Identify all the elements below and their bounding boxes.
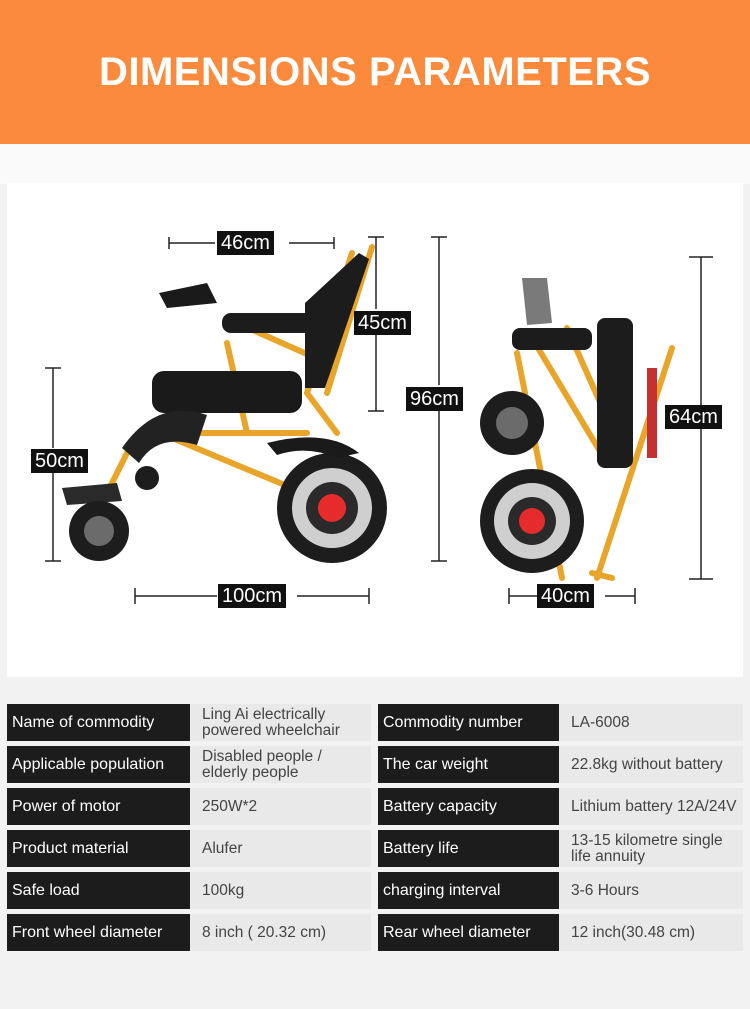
dim-total-height: 96cm	[406, 387, 463, 411]
spec-key: Power of motor	[7, 788, 190, 825]
spec-key: charging interval	[378, 872, 559, 909]
spec-value: 13-15 kilometre single life annuity	[559, 830, 743, 867]
spec-key: Commodity number	[378, 704, 559, 741]
banner-divider	[0, 144, 750, 184]
spec-value: 8 inch ( 20.32 cm)	[190, 914, 371, 951]
spec-value: Lithium battery 12A/24V	[559, 788, 743, 825]
dim-folded-width: 40cm	[537, 584, 594, 608]
spec-key: Applicable population	[7, 746, 190, 783]
dim-folded-height: 64cm	[665, 405, 722, 429]
spec-value: LA-6008	[559, 704, 743, 741]
folded-front-wheel	[480, 391, 544, 455]
front-wheel	[69, 501, 129, 561]
unfolded-wheelchair	[62, 244, 387, 563]
spec-key: Product material	[7, 830, 190, 867]
spec-value: 12 inch(30.48 cm)	[559, 914, 743, 951]
folded-rear-wheel	[480, 469, 584, 573]
spec-key: Front wheel diameter	[7, 914, 190, 951]
spec-key: Name of commodity	[7, 704, 190, 741]
spec-value: Alufer	[190, 830, 371, 867]
header-banner: DIMENSIONS PARAMETERS	[0, 0, 750, 144]
spec-key: Battery capacity	[378, 788, 559, 825]
page-title: DIMENSIONS PARAMETERS	[98, 50, 652, 94]
spec-value: 3-6 Hours	[559, 872, 743, 909]
spec-value: Disabled people / elderly people	[190, 746, 371, 783]
folded-wheelchair	[480, 278, 675, 581]
spec-key: The car weight	[378, 746, 559, 783]
rear-wheel	[277, 453, 387, 563]
spec-value: 250W*2	[190, 788, 371, 825]
spec-key: Safe load	[7, 872, 190, 909]
spec-key: Rear wheel diameter	[378, 914, 559, 951]
spec-value: 22.8kg without battery	[559, 746, 743, 783]
dim-seat-height: 50cm	[31, 449, 88, 473]
dim-seat-width: 46cm	[217, 231, 274, 255]
dimension-lines	[45, 236, 713, 604]
product-figure: 46cm 45cm 96cm 50cm 100cm 64cm 40cm	[7, 183, 743, 677]
spec-key: Battery life	[378, 830, 559, 867]
wheelchair-illustration	[45, 236, 713, 604]
spec-value: Ling Ai electrically powered wheelchair	[190, 704, 371, 741]
dim-backrest-height: 45cm	[354, 311, 411, 335]
dim-length: 100cm	[218, 584, 287, 608]
spec-value: 100kg	[190, 872, 371, 909]
